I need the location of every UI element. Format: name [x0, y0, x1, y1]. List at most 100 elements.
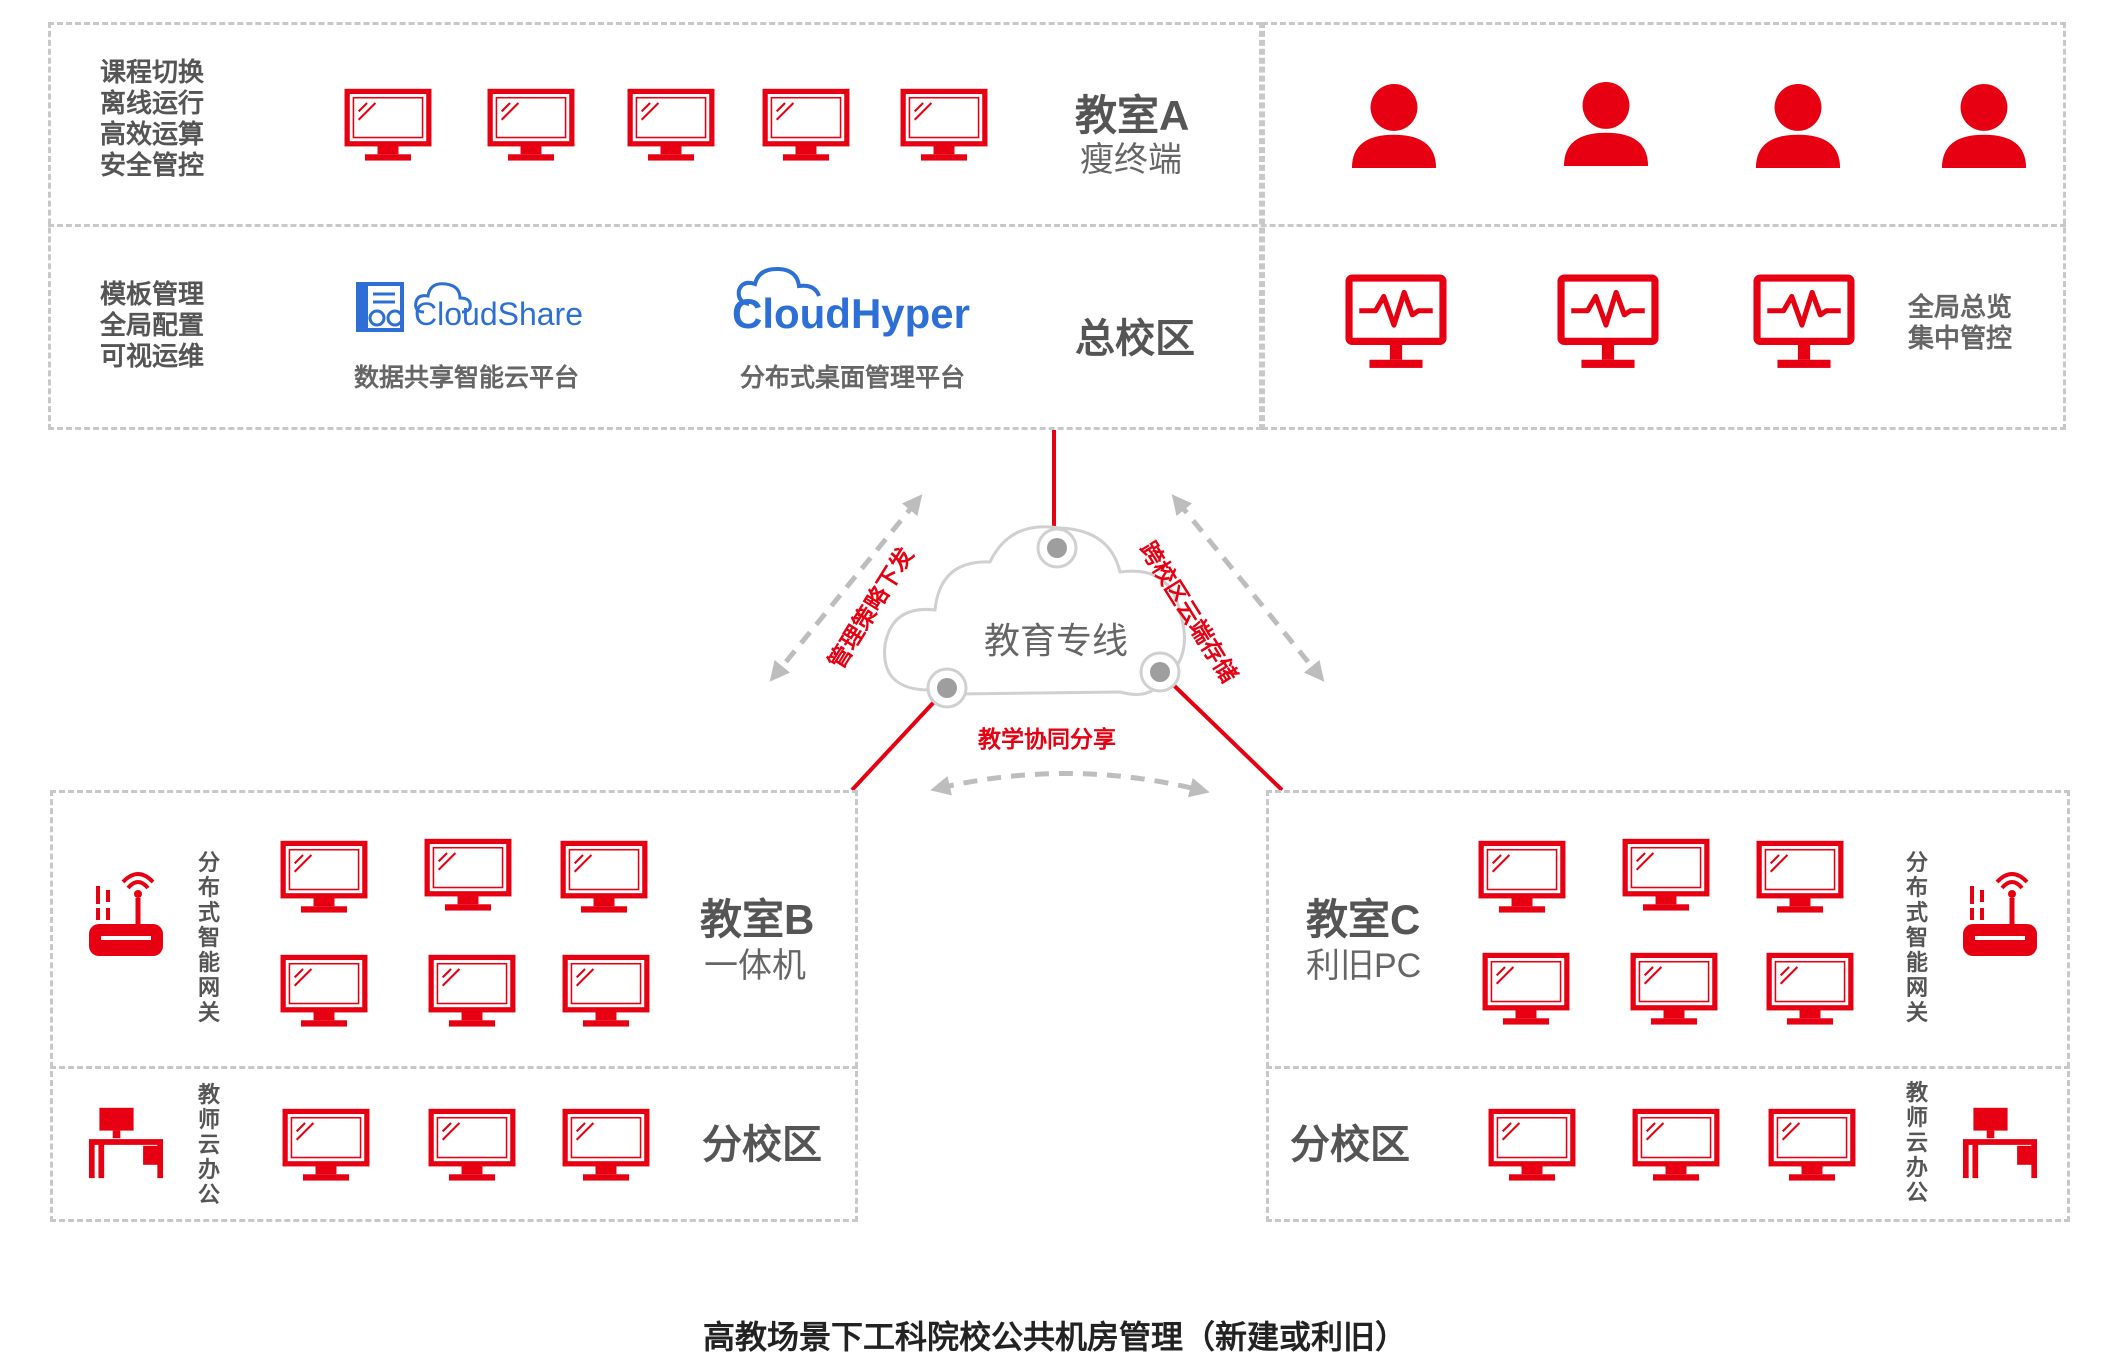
- teacher-desk-icon: [88, 1104, 164, 1180]
- monitor-icon: [282, 1108, 370, 1184]
- network-diagram: [769, 430, 1325, 798]
- monitor-icon: [280, 954, 368, 1030]
- cloudshare-logo-icon: [356, 282, 404, 332]
- cloud-node: [1047, 538, 1067, 558]
- monitor-icon: [1630, 952, 1718, 1028]
- monitor-icon: [1768, 1108, 1856, 1184]
- gateway-label: 分 布 式 智 能 网 关: [196, 850, 222, 1025]
- room-a-title: 教室A: [1075, 92, 1190, 139]
- room-b-title: 教室B: [700, 896, 815, 943]
- feature-item: 离线运行: [100, 88, 205, 118]
- monitor-icon: [762, 88, 850, 164]
- branch-b-divider: [50, 1066, 858, 1069]
- activity-monitor-icon: [1752, 274, 1856, 372]
- cloudshare-logo-text: CloudShare: [414, 296, 583, 332]
- teacher-desk-icon: [1962, 1104, 2038, 1180]
- diagram-caption: 高教场景下工科院校公共机房管理（新建或利旧）: [702, 1319, 1407, 1355]
- branch-c-label: 分校区: [1290, 1123, 1410, 1167]
- user-icon: [1560, 80, 1652, 168]
- monitor-icon: [428, 954, 516, 1030]
- user-icon: [1938, 82, 2030, 170]
- feature-item: 模板管理: [100, 279, 205, 309]
- teacher-office-label-char: 云: [1905, 1130, 1928, 1155]
- cloud-icon: [736, 266, 821, 306]
- gateway-label-char: 布: [1905, 875, 1928, 900]
- gateway-label-char: 能: [1905, 950, 1928, 975]
- feature-item: 高效运算: [100, 119, 205, 149]
- monitor-icon: [562, 954, 650, 1030]
- activity-monitor-icon: [1344, 274, 1448, 372]
- cloud-icon: [414, 282, 472, 314]
- teacher-office-label-char: 师: [1905, 1105, 1928, 1130]
- monitor-icon: [1478, 840, 1566, 916]
- teacher-office-label-char: 办: [197, 1157, 220, 1182]
- branch-b-panel: [50, 790, 858, 1222]
- teacher-office-label-char: 教: [1905, 1080, 1928, 1105]
- cloud-node: [937, 678, 957, 698]
- main-campus-label: 总校区: [1075, 317, 1195, 361]
- teaching-collab-label: 教学协同分享: [978, 726, 1116, 752]
- monitor-icon: [562, 1108, 650, 1184]
- room-a-subtitle: 瘦终端: [1080, 141, 1182, 179]
- feature-item: 全局配置: [100, 310, 205, 340]
- feature-item: 安全管控: [100, 150, 205, 180]
- gateway-label-char: 网: [197, 975, 220, 1000]
- gateway-label-char: 网: [1905, 975, 1928, 1000]
- monitor-icon: [900, 88, 988, 164]
- monitor-caption-line: 集中管控: [1908, 323, 2013, 353]
- user-icon: [1348, 82, 1440, 170]
- gateway-label-char: 关: [1905, 1000, 1928, 1025]
- teacher-office-label: 教 师 云 办 公: [196, 1082, 222, 1207]
- room-c-title: 教室C: [1306, 896, 1421, 943]
- gateway-label-char: 能: [197, 950, 220, 975]
- cloud-node: [1150, 662, 1170, 682]
- monitor-caption: 全局总览 集中管控: [1908, 292, 2012, 354]
- monitor-icon: [424, 838, 512, 914]
- router-icon: [1960, 872, 2040, 962]
- activity-monitor-icon: [1556, 274, 1660, 372]
- gateway-label-char: 智: [1905, 925, 1928, 950]
- gateway-label-char: 智: [197, 925, 220, 950]
- monitor-icon: [1622, 838, 1710, 914]
- user-icon: [1752, 82, 1844, 170]
- teacher-office-label: 教 师 云 办 公: [1904, 1080, 1930, 1205]
- feature-item: 课程切换: [100, 57, 205, 87]
- router-icon: [86, 872, 166, 962]
- left-double-arrow: [769, 494, 923, 682]
- education-line-label: 教育专线: [984, 620, 1129, 661]
- teacher-office-label-char: 云: [197, 1132, 220, 1157]
- gateway-label-char: 布: [197, 875, 220, 900]
- teacher-office-label-char: 师: [197, 1107, 220, 1132]
- teacher-office-label-char: 公: [197, 1182, 220, 1207]
- gateway-label-char: 分: [1905, 850, 1928, 875]
- room-b-subtitle: 一体机: [704, 947, 806, 985]
- monitor-icon: [487, 88, 575, 164]
- branch-c-panel: [1266, 790, 2070, 1222]
- gateway-label-char: 分: [197, 850, 220, 875]
- monitor-icon: [1482, 952, 1570, 1028]
- gateway-label-char: 式: [197, 900, 220, 925]
- monitor-icon: [627, 88, 715, 164]
- link-branch-b: [850, 686, 949, 792]
- branch-c-divider: [1266, 1066, 2070, 1069]
- bottom-double-arrow: [930, 770, 1210, 798]
- monitor-icon: [1632, 1108, 1720, 1184]
- teacher-office-label-char: 办: [1905, 1155, 1928, 1180]
- feature-item: 可视运维: [100, 341, 205, 371]
- monitor-icon: [428, 1108, 516, 1184]
- cloudhyper-logo-text: CloudHyper: [732, 290, 971, 337]
- monitor-icon: [560, 840, 648, 916]
- teacher-office-label-char: 教: [197, 1082, 220, 1107]
- link-branch-c: [1158, 670, 1284, 792]
- gateway-label: 分 布 式 智 能 网 关: [1904, 850, 1930, 1025]
- cloudhyper-caption: 分布式桌面管理平台: [740, 364, 966, 392]
- gateway-label-char: 关: [197, 1000, 220, 1025]
- room-c-subtitle: 利旧PC: [1306, 947, 1422, 985]
- monitor-icon: [280, 840, 368, 916]
- right-double-arrow: [1171, 494, 1325, 682]
- room-a-features: 课程切换 离线运行 高效运算 安全管控: [100, 57, 204, 181]
- monitor-icon: [1488, 1108, 1576, 1184]
- gateway-label-char: 式: [1905, 900, 1928, 925]
- main-campus-divider: [48, 224, 2066, 227]
- monitor-caption-line: 全局总览: [1908, 292, 2013, 322]
